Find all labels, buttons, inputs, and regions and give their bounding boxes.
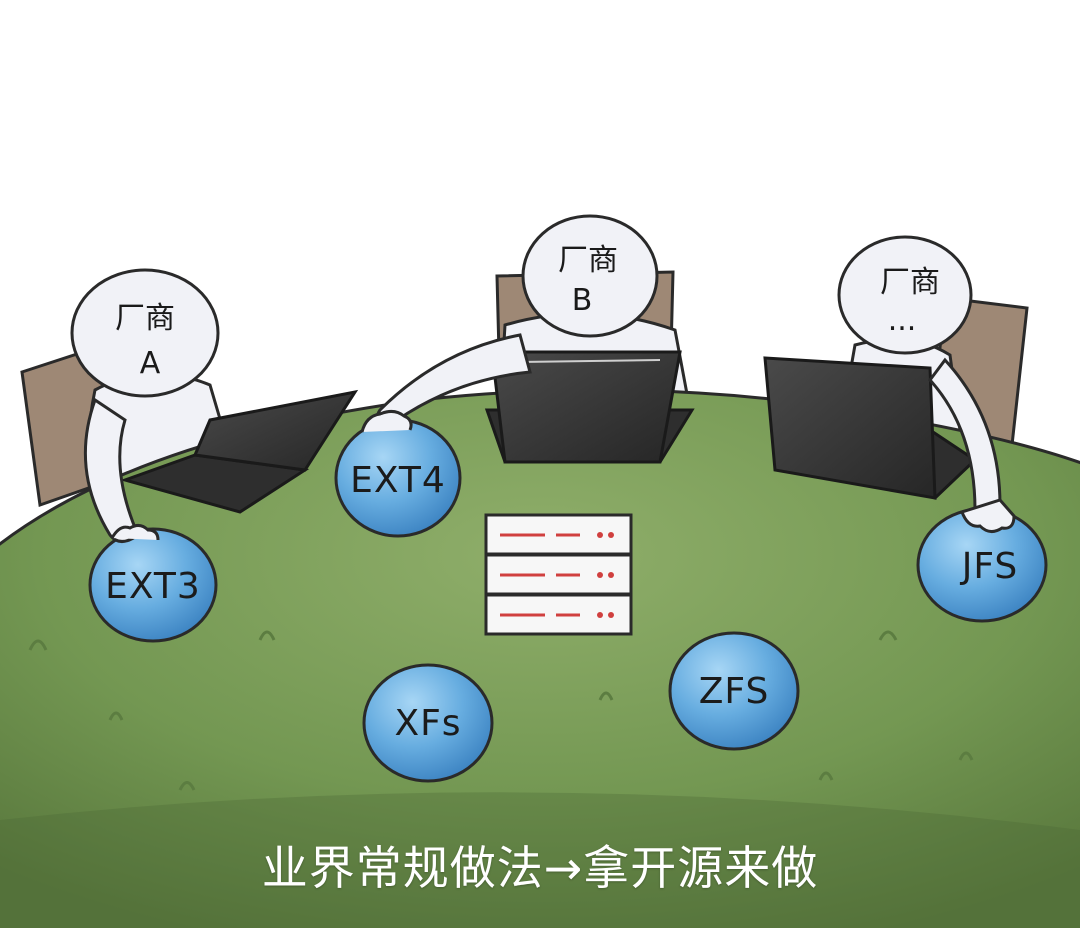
vendor-b-arm	[360, 333, 532, 433]
round-table	[0, 388, 1080, 928]
vendor-b-head: 厂商 B	[521, 214, 659, 338]
vendor-a-tag: A	[140, 346, 161, 381]
vendor-a-head: 厂商 A	[70, 268, 220, 398]
ball-jfs: JFS	[916, 507, 1048, 623]
vendor-c-tag: ...	[888, 303, 917, 338]
ball-zfs: ZFS	[668, 631, 800, 751]
laptop-middle	[484, 350, 695, 464]
laptop-right	[763, 356, 978, 500]
ball-jfs-label: JFS	[960, 546, 1019, 587]
ball-zfs-label: ZFS	[699, 671, 770, 712]
vendor-c-head: 厂商 ...	[837, 235, 973, 355]
vendor-b-name: 厂商	[558, 243, 618, 278]
vendor-b-tag: B	[572, 283, 593, 318]
ball-ext4: EXT4	[334, 418, 462, 538]
ball-xfs: XFs	[362, 663, 494, 783]
vendor-a-name: 厂商	[115, 301, 175, 336]
server-rack-icon	[484, 513, 633, 636]
vendor-c-arm	[928, 357, 1016, 533]
ball-ext4-label: EXT4	[350, 460, 446, 501]
laptop-left	[120, 389, 359, 514]
vendor-a-arm	[83, 397, 160, 543]
ball-ext3-label: EXT3	[105, 566, 201, 607]
caption-text: 业界常规做法→拿开源来做	[261, 841, 819, 895]
vendor-c-name: 厂商	[880, 265, 940, 300]
ball-ext3: EXT3	[88, 527, 218, 643]
ball-xfs-label: XFs	[394, 703, 461, 744]
